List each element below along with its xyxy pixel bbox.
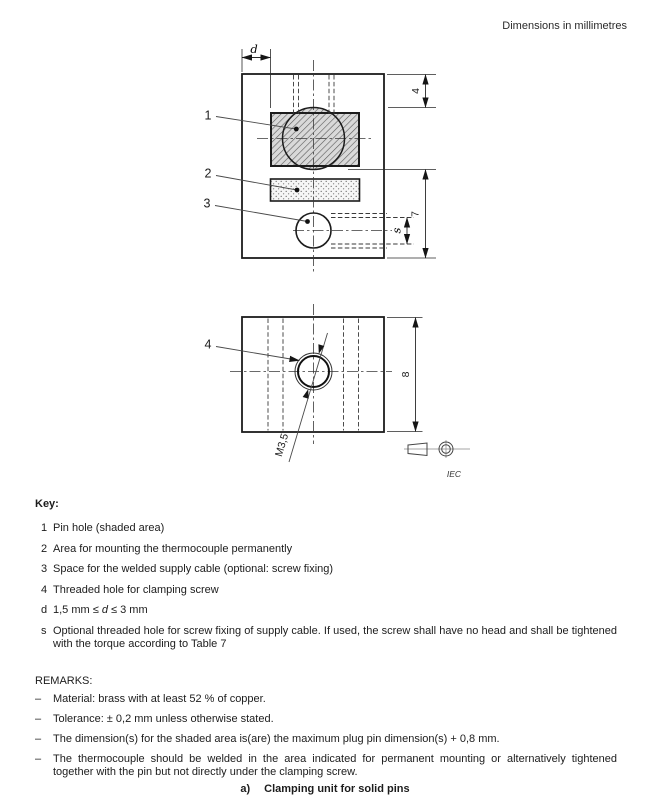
supply-cable-circle <box>295 212 332 249</box>
key-item-text: Optional threaded hole for screw fixing … <box>53 624 617 650</box>
key-item-s: s Optional threaded hole for screw fixin… <box>41 625 617 651</box>
key-heading: Key: <box>35 498 59 510</box>
iec-screw-icon: IEC <box>404 440 470 479</box>
key-item-text: Pin hole (shaded area) <box>53 522 165 534</box>
dimension-4mm: 4 <box>387 74 436 108</box>
key-item-id: s <box>41 624 47 637</box>
d-variable: d <box>101 604 108 616</box>
key-item-text: Space for the welded supply cable (optio… <box>53 563 334 575</box>
remark-text: Tolerance: ± 0,2 mm unless otherwise sta… <box>53 713 274 725</box>
remark-text: Material: brass with at least 52 % of co… <box>53 693 266 705</box>
leader-3: 3 <box>204 197 310 224</box>
caption-text: Clamping unit for solid pins <box>264 783 410 795</box>
dim-8-label: 8 <box>400 371 412 377</box>
remark-item: – Tolerance: ± 0,2 mm unless otherwise s… <box>35 713 617 726</box>
leader-3-label: 3 <box>204 197 211 211</box>
dim-7-label: 7 <box>410 211 422 217</box>
leader-1: 1 <box>205 109 299 132</box>
thermocouple-area-rect <box>269 178 361 202</box>
threaded-hole-outer <box>294 352 333 391</box>
key-item-1: 1 Pin hole (shaded area) <box>41 522 617 535</box>
top-view: 4 M3,5 8 <box>205 304 423 463</box>
dim-s-label: s <box>390 227 404 233</box>
leader-4: 4 <box>205 338 300 362</box>
dimension-d: d <box>241 42 271 108</box>
key-item-id: 4 <box>41 583 48 596</box>
threaded-hole-inner <box>297 355 330 388</box>
screw-side-view-icon <box>407 442 428 457</box>
key-item-id: d <box>41 604 48 616</box>
leader-1-label: 1 <box>205 109 212 123</box>
key-item-text: Area for mounting the thermocouple perma… <box>53 542 293 555</box>
key-item-3: 3 Space for the welded supply cable (opt… <box>41 563 617 576</box>
key-item-4: 4 Threaded hole for clamping screw <box>41 584 617 597</box>
iec-mark: IEC <box>447 469 462 479</box>
d-range-suffix: ≤ 3 mm <box>107 604 148 616</box>
d-range-prefix: 1,5 mm ≤ <box>53 604 102 616</box>
dimension-8mm: 8 <box>387 317 423 432</box>
remark-item: – Material: brass with at least 52 % of … <box>35 693 617 706</box>
remark-text: The dimension(s) for the shaded area is(… <box>53 733 500 745</box>
remarks-heading: REMARKS: <box>35 675 93 687</box>
key-item-id: 1 <box>41 522 48 534</box>
key-item-id: 2 <box>41 542 48 555</box>
key-section: Key: 1 Pin hole (shaded area) 2 Area for… <box>35 498 617 658</box>
clamping-unit-drawing: d 4 7 s 1 <box>204 42 470 479</box>
dash-bullet: – <box>35 693 42 705</box>
dash-bullet: – <box>35 753 42 765</box>
dimension-s: s <box>390 217 411 245</box>
remark-item: – The thermocouple should be welded in t… <box>35 753 617 779</box>
dash-bullet: – <box>35 733 42 745</box>
key-item-id: 3 <box>41 563 48 575</box>
dim-d-label: d <box>250 42 257 56</box>
dimensions-note: Dimensions in millimetres <box>502 20 627 32</box>
screw-front-view-icon <box>438 441 454 457</box>
remarks-section: REMARKS: – Material: brass with at least… <box>35 675 617 786</box>
leader-2: 2 <box>205 167 300 193</box>
dimension-7mm: 7 <box>348 169 436 259</box>
key-item-2: 2 Area for mounting the thermocouple per… <box>41 543 617 556</box>
leader-4-label: 4 <box>205 338 212 352</box>
figure-caption: a) Clamping unit for solid pins <box>0 783 650 795</box>
key-item-text: Threaded hole for clamping screw <box>53 583 219 596</box>
dash-bullet: – <box>35 713 42 725</box>
remark-item: – The dimension(s) for the shaded area i… <box>35 733 617 746</box>
key-item-d: d 1,5 mm ≤ d ≤ 3 mm <box>41 604 617 617</box>
dim-4-label: 4 <box>410 88 422 94</box>
caption-letter: a) <box>240 783 251 795</box>
front-view: d 4 7 s 1 <box>204 42 436 272</box>
key-item-text: 1,5 mm ≤ d ≤ 3 mm <box>53 604 617 617</box>
remark-text: The thermocouple should be welded in the… <box>53 753 617 778</box>
leader-2-label: 2 <box>205 167 212 181</box>
thread-size-label: M3,5 <box>273 432 291 458</box>
